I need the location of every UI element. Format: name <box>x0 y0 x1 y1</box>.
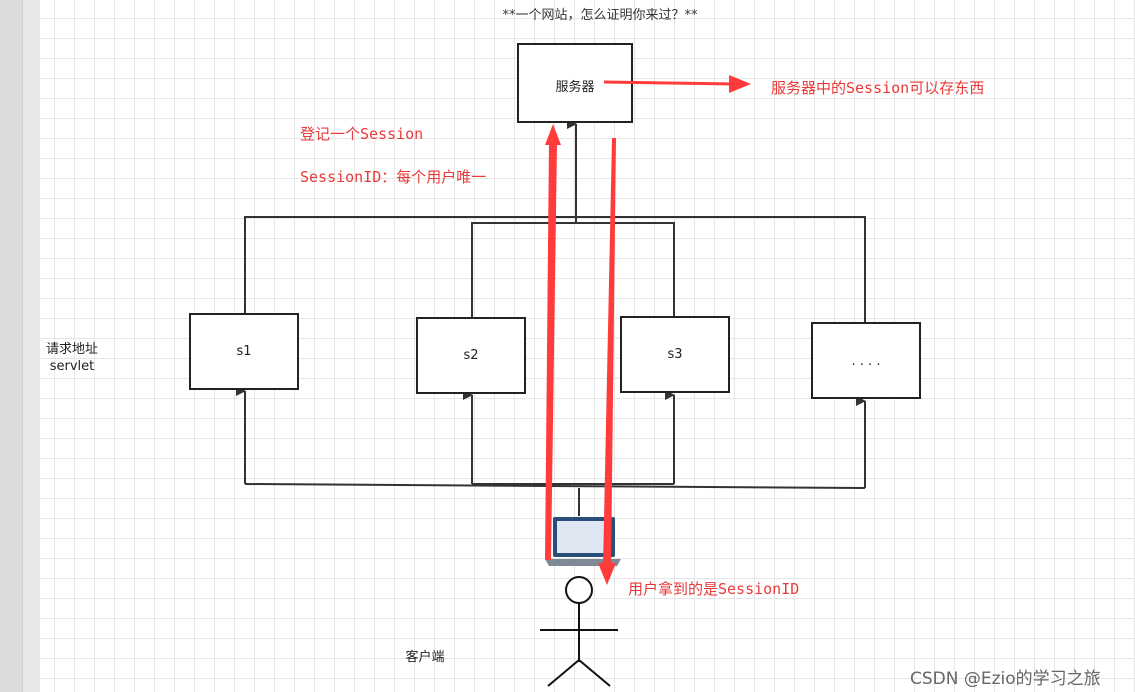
laptop-icon <box>545 517 621 566</box>
more-box <box>811 322 921 399</box>
s3-label: s3 <box>667 347 683 362</box>
note-register-session: 登记一个Session <box>300 125 424 143</box>
red-arrow-to-note <box>603 75 751 93</box>
s3-box <box>620 316 730 393</box>
client-label: 客户端 <box>405 650 445 665</box>
side-label-line2: servlet <box>49 359 95 374</box>
s1-box <box>189 313 299 390</box>
s2-label: s2 <box>463 348 479 363</box>
note-session-id-unique: SessionID：每个用户唯一 <box>300 168 487 186</box>
red-arrow-return-id <box>598 138 616 585</box>
s2-box <box>416 317 526 394</box>
watermark: CSDN @Ezio的学习之旅 <box>910 669 1101 689</box>
note-user-gets-id: 用户拿到的是SessionID <box>628 580 800 598</box>
side-label-request: 请求地址 servlet <box>36 341 108 375</box>
client-person-icon <box>540 576 618 687</box>
side-label-line1: 请求地址 <box>45 342 98 357</box>
note-server-store: 服务器中的Session可以存东西 <box>771 79 985 97</box>
red-arrow-register <box>545 124 561 560</box>
diagram-title: **一个网站，怎么证明你来过？** <box>502 8 698 23</box>
server-label: 服务器 <box>555 80 595 95</box>
more-label: . . . . <box>851 354 881 369</box>
bottom-bus-connectors <box>244 483 866 516</box>
s1-label: s1 <box>236 344 252 359</box>
left-scroll-strip <box>0 0 23 692</box>
